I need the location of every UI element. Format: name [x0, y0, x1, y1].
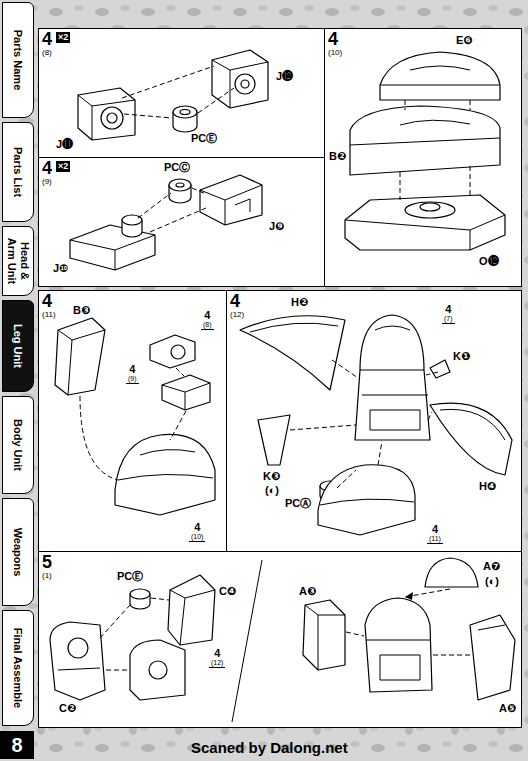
step-number: 4: [203, 310, 212, 321]
part-label: PCⒺ: [190, 132, 218, 145]
section-tab: Leg Unit: [2, 300, 34, 392]
part-label: J⓫: [55, 138, 74, 151]
section-tab: Body Unit: [2, 396, 34, 494]
step-number: 4: [444, 304, 453, 315]
step-panel: 5(1) 4(12): [38, 551, 522, 728]
sub-step-number: (10): [328, 49, 342, 57]
part-label: B❸: [72, 304, 91, 317]
step-number: 4: [230, 292, 240, 310]
tab-label: Leg Unit: [12, 304, 25, 388]
page-number: 8: [0, 731, 34, 759]
part-drawing: [240, 315, 512, 535]
part-drawing: [55, 318, 215, 515]
step-panel: 4(11)4(8)4(9)4(10): [38, 290, 227, 552]
step-reference: 4(8): [201, 309, 214, 330]
sub-step-number: (8): [42, 49, 52, 57]
tab-label: Weapons: [12, 502, 25, 602]
part-drawing: [78, 50, 268, 140]
part-label: PCⒺ: [116, 570, 144, 583]
tab-label: Parts List: [12, 126, 25, 218]
panel-grounds: [38, 28, 522, 728]
step-number: 4: [429, 524, 441, 535]
part-label: E❻: [455, 34, 474, 47]
watermark: Scaned by Dalong.net: [190, 739, 349, 756]
step-number: 4: [128, 364, 137, 375]
sub-step-number: (9): [128, 375, 137, 382]
part-label: C❷: [58, 702, 77, 715]
section-tab: Final Assemble: [2, 610, 34, 726]
step-number: 4: [211, 648, 223, 659]
step-reference: 4(11): [427, 523, 443, 544]
page-number-text: 8: [0, 735, 34, 755]
part-label: J❾: [268, 220, 285, 233]
section-tab: Parts List: [2, 122, 34, 222]
step-panel: 4(10): [324, 28, 522, 287]
step-reference: 4(12): [209, 647, 225, 668]
quantity-badge: ×2: [56, 32, 70, 43]
step-reference: 4(10): [189, 521, 205, 542]
part-label: PCⒶ: [284, 497, 312, 510]
step-panel: 4 ×2 (8): [38, 28, 325, 158]
sub-step-number: (8): [203, 321, 212, 328]
section-tab: Weapons: [2, 498, 34, 606]
tab-label: Parts Name: [12, 6, 25, 114]
step-panel: 4(12)4(7)4(11): [226, 290, 522, 552]
step-number: 4: [328, 30, 338, 48]
part-label: H❹: [478, 480, 497, 493]
part-label: K❶: [452, 350, 471, 363]
sub-step-number: (11): [429, 535, 441, 542]
tab-label: Body Unit: [12, 400, 25, 490]
part-drawing: [50, 558, 515, 722]
part-label: (◐): [484, 575, 500, 588]
sub-step-number: (11): [42, 311, 56, 319]
sub-step-number: (12): [211, 659, 223, 666]
part-label: B❷: [328, 150, 347, 163]
step-reference: 4(9): [126, 363, 139, 384]
quantity-badge: ×2: [56, 161, 70, 172]
step-number: 4: [191, 522, 203, 533]
part-label: (◐): [264, 484, 280, 497]
sub-step-number: (1): [42, 572, 52, 580]
part-label: K❸: [262, 470, 281, 483]
step-number: 4: [42, 159, 52, 177]
tab-label: Final Assemble: [12, 614, 25, 722]
sub-step-number: (7): [444, 315, 453, 322]
step-number: 4: [42, 292, 52, 310]
part-drawing: [345, 52, 505, 250]
section-tab: Parts Name: [2, 2, 34, 118]
step-number: 5: [42, 553, 52, 571]
sub-step-number: (10): [191, 533, 203, 540]
part-label: A❸: [298, 585, 317, 598]
part-label: A❼: [482, 560, 501, 573]
part-label: PCⒸ: [163, 161, 191, 174]
section-tab: Head & Arm Unit: [2, 226, 34, 296]
part-label: H❷: [290, 296, 309, 309]
step-reference: 4(7): [442, 303, 455, 324]
part-label: J❿: [52, 262, 69, 275]
sub-step-number: (9): [42, 178, 52, 186]
part-drawing: [70, 175, 262, 270]
part-label: O⓬: [478, 255, 500, 268]
step-number: 4: [42, 30, 52, 48]
sub-step-number: (12): [230, 311, 244, 319]
tab-label: Head & Arm Unit: [5, 230, 30, 292]
part-label: C❹: [218, 585, 237, 598]
part-label: J⓬: [275, 70, 294, 83]
part-label: A❺: [498, 702, 517, 715]
